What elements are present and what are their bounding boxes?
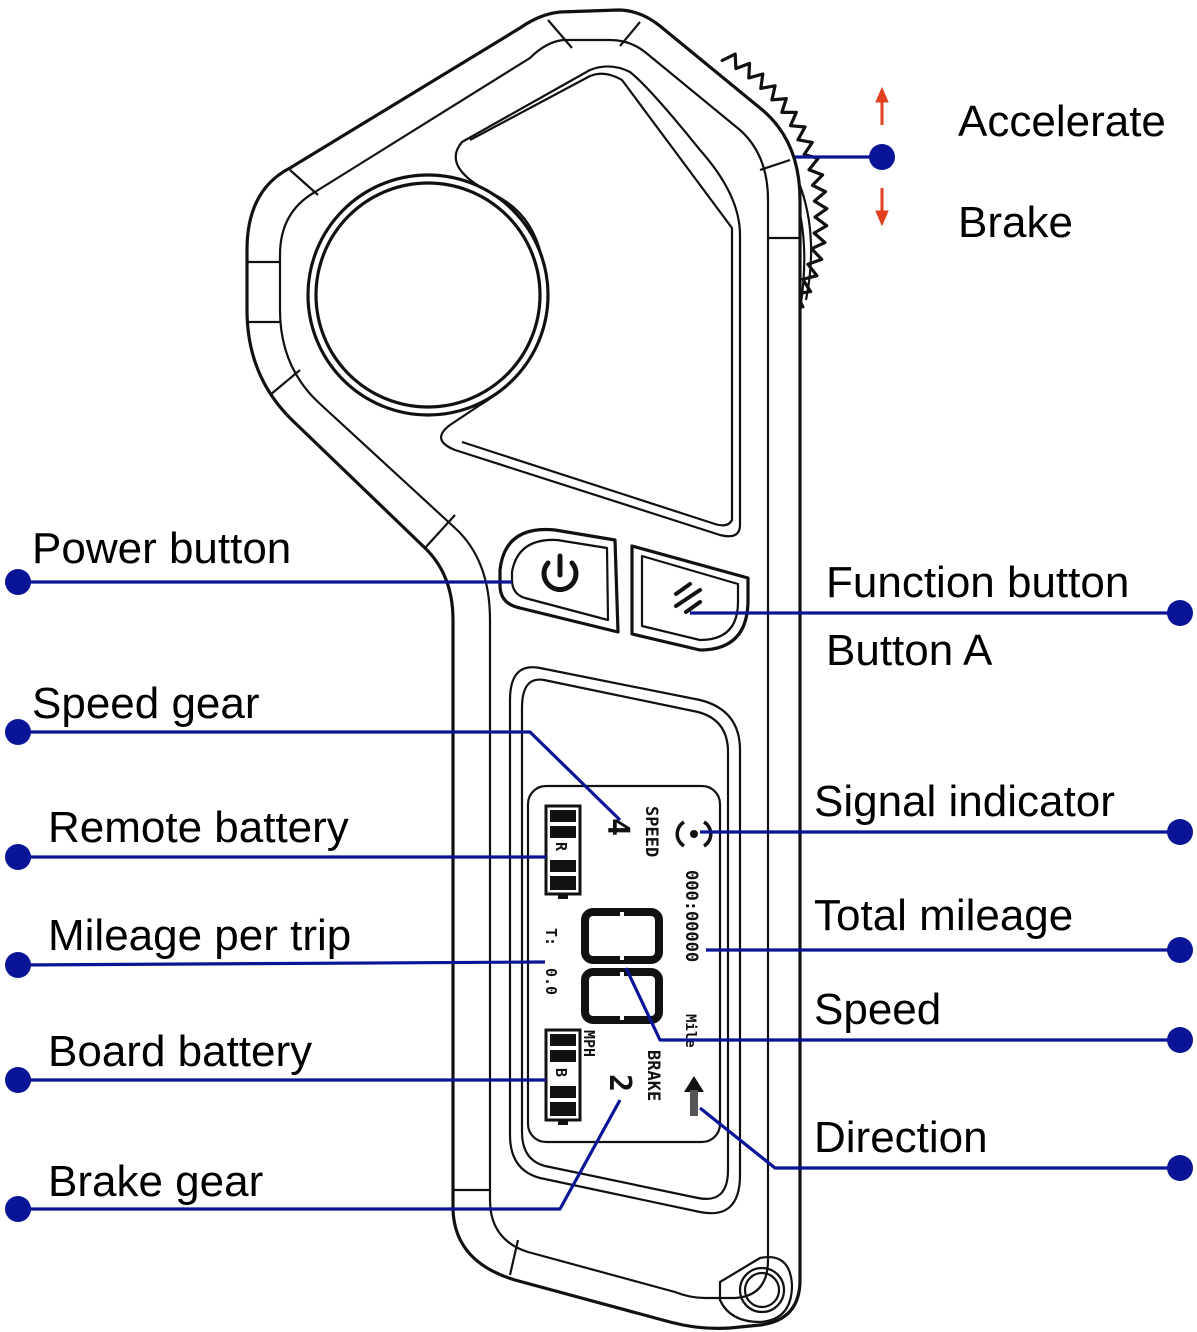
trip-label: T: <box>542 928 560 946</box>
power-button-marker <box>5 569 31 595</box>
button-a-label: Button A <box>826 626 993 675</box>
power-button[interactable] <box>498 527 620 634</box>
trip-value: 0.0 <box>542 968 560 995</box>
speed-gear-value: 4 <box>600 818 635 836</box>
board-battery-letter: B <box>552 1068 570 1077</box>
speed-unit: MPH <box>580 1030 598 1057</box>
total-mileage-value: 000:00000 <box>681 870 701 962</box>
mileage-per-trip-marker <box>5 952 31 978</box>
brake-gear-marker <box>5 1196 31 1222</box>
brake-arrow-icon <box>875 188 889 227</box>
total-mileage-marker <box>1167 937 1193 963</box>
display-bezel <box>508 666 742 1215</box>
thumbwheel-teeth <box>720 52 829 310</box>
total-mileage-label: Total mileage <box>814 891 1073 940</box>
lcd-content: R B T: 0.0 4 SPEED 00 MPH 2 BRAKE <box>542 804 713 1125</box>
brake-gear-label: Brake gear <box>48 1157 263 1206</box>
speed-marker <box>1167 1027 1193 1053</box>
function-icon <box>674 582 702 614</box>
remote-battery-indicator: R <box>544 804 582 899</box>
remote-battery-marker <box>5 844 31 870</box>
leader-lines <box>5 144 1193 1222</box>
signal-indicator-label: Signal indicator <box>814 777 1115 826</box>
accelerate-arrow-icon <box>875 86 889 125</box>
function-button-label: Function button <box>826 558 1129 607</box>
direction-label: Direction <box>814 1113 988 1162</box>
board-battery-label: Board battery <box>48 1027 312 1076</box>
speed-gear-label: Speed gear <box>32 679 260 728</box>
speed-label: SPEED <box>641 806 661 857</box>
joystick[interactable] <box>314 181 542 409</box>
top-panel <box>440 65 742 538</box>
function-button[interactable] <box>630 544 750 652</box>
function-button-marker <box>1167 600 1193 626</box>
power-button-label: Power button <box>32 524 291 573</box>
brake-gear-value: 2 <box>602 1074 637 1092</box>
mileage-per-trip-label: Mileage per trip <box>48 911 351 960</box>
lanyard-hole <box>718 1256 794 1324</box>
remote-battery-label: Remote battery <box>48 803 349 852</box>
up-arrow-icon <box>684 1076 704 1116</box>
signal-indicator-marker <box>1167 819 1193 845</box>
speed-value: 00 <box>600 959 602 961</box>
accelerate-label: Accelerate <box>958 97 1166 146</box>
speed-label-callout: Speed <box>814 985 941 1034</box>
total-mileage-unit: Mile <box>682 1014 698 1048</box>
power-icon <box>541 553 579 593</box>
speed-gear-marker <box>5 719 31 745</box>
brake-label: Brake <box>958 198 1073 247</box>
body-inner-frame <box>278 38 770 1300</box>
remote-body <box>245 8 802 1330</box>
direction-marker <box>1167 1155 1193 1181</box>
speed-value-display: 00 <box>581 908 663 1024</box>
remote-battery-letter: R <box>552 842 570 852</box>
board-battery-indicator: B <box>544 1028 582 1125</box>
signal-icon <box>675 820 713 848</box>
board-battery-marker <box>5 1067 31 1093</box>
brake-label: BRAKE <box>643 1050 663 1101</box>
